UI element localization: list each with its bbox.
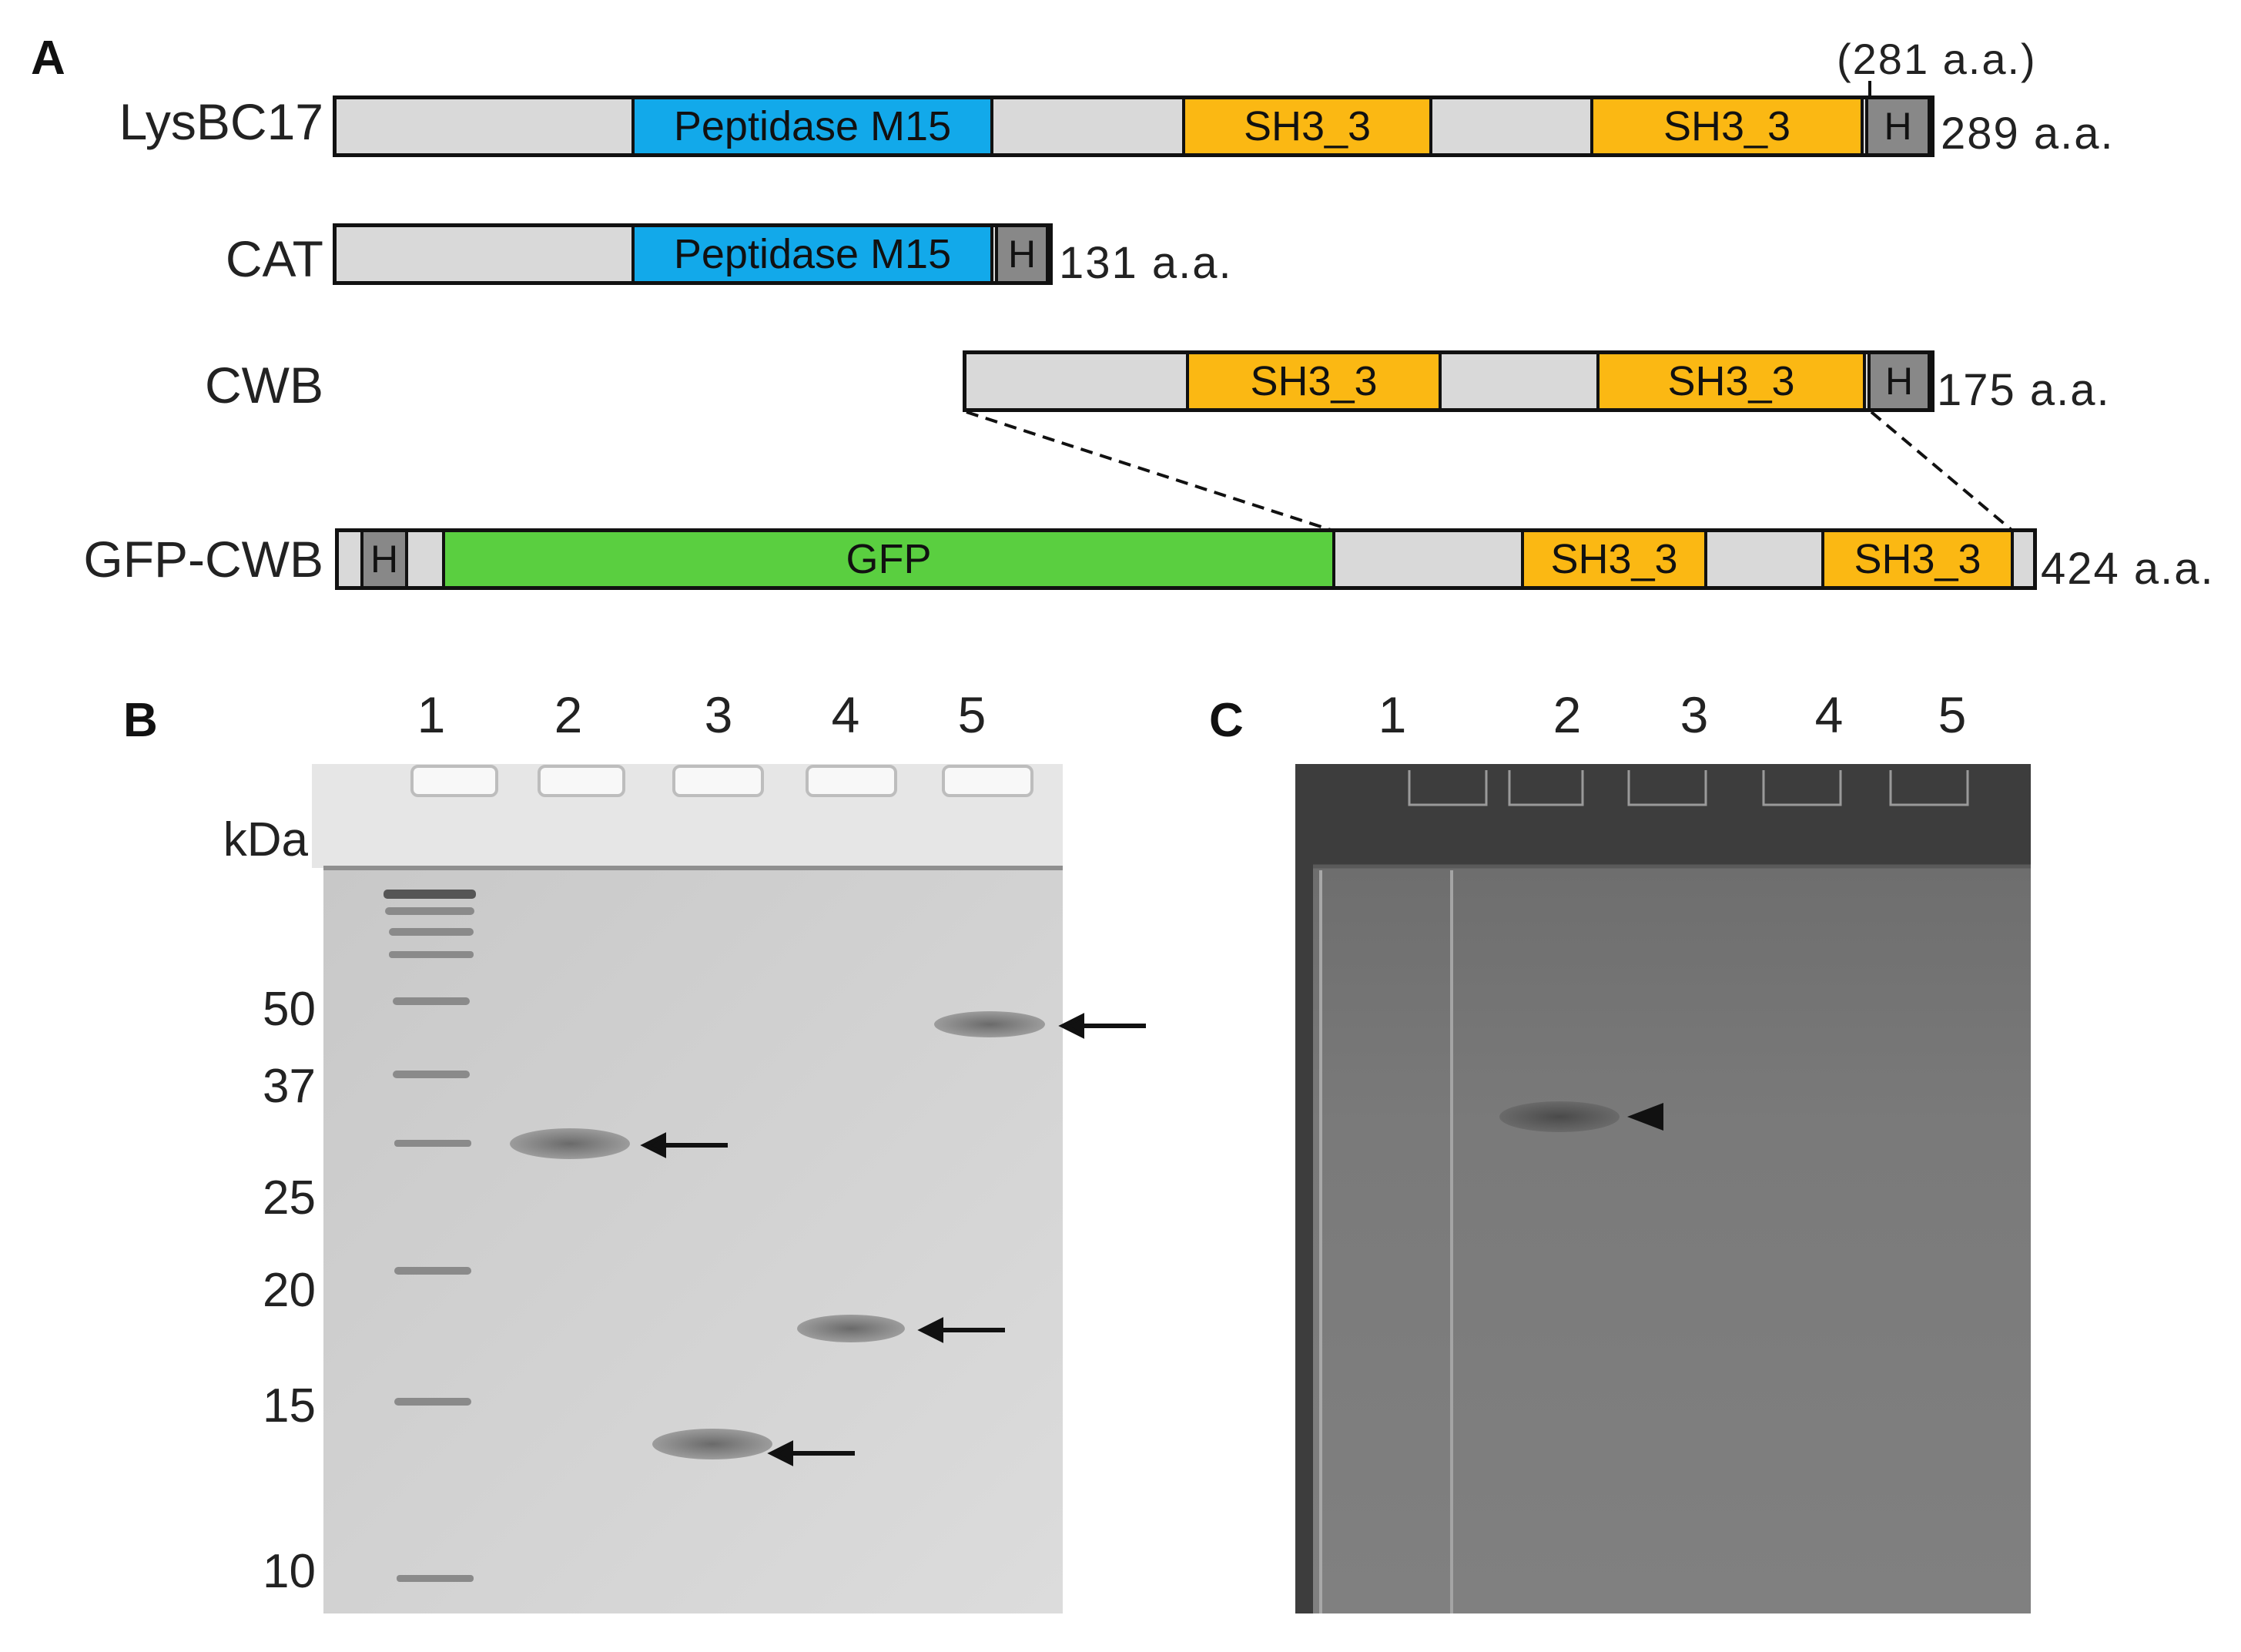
construct-size-gfp-cwb: 424 a.a. xyxy=(2041,544,2215,594)
domain-sh3-1: SH3_3 xyxy=(1521,532,1707,586)
construct-size-lysbc17: 289 a.a. xyxy=(1941,109,2115,159)
construct-label-gfp-cwb: GFP-CWB xyxy=(83,531,323,588)
domain-his-tag: H xyxy=(1868,354,1931,408)
construct-note-lysbc17: (281 a.a.) xyxy=(1837,35,2037,83)
marker-50: 50 xyxy=(263,983,316,1036)
domain-sh3-2: SH3_3 xyxy=(1596,354,1866,408)
domain-his-tag: H xyxy=(1865,99,1931,153)
construct-bar-cwb: SH3_3 SH3_3 H xyxy=(963,350,1934,412)
domain-sh3-1: SH3_3 xyxy=(1182,99,1432,153)
gel-b-lane-3: 3 xyxy=(704,686,733,743)
domain-sh3-1: SH3_3 xyxy=(1186,354,1442,408)
domain-peptidase: Peptidase M15 xyxy=(631,227,993,281)
gel-b-lane-5: 5 xyxy=(957,686,987,743)
domain-sh3-2: SH3_3 xyxy=(1821,532,2014,586)
construct-label-cwb: CWB xyxy=(205,357,323,414)
domain-sh3-2: SH3_3 xyxy=(1590,99,1864,153)
domain-peptidase: Peptidase M15 xyxy=(631,99,993,153)
construct-size-cwb: 175 a.a. xyxy=(1937,365,2111,415)
domain-his-tag: H xyxy=(360,532,408,586)
construct-bar-gfp-cwb: H GFP SH3_3 SH3_3 xyxy=(335,528,2037,590)
gel-c-lane-3: 3 xyxy=(1680,686,1709,743)
construct-bar-cat: Peptidase M15 H xyxy=(333,223,1053,285)
panel-letter-a: A xyxy=(31,32,65,85)
domain-his-tag: H xyxy=(995,227,1049,281)
domain-gfp: GFP xyxy=(442,532,1335,586)
panel-letter-c: C xyxy=(1209,694,1244,747)
band-arrows xyxy=(640,1013,1146,1466)
gel-c-lane-5: 5 xyxy=(1938,686,1967,743)
gel-b-lane-1: 1 xyxy=(417,686,446,743)
marker-25: 25 xyxy=(263,1171,316,1225)
marker-15: 15 xyxy=(263,1379,316,1433)
construct-label-cat: CAT xyxy=(225,230,323,287)
gel-b-lane-2: 2 xyxy=(554,686,583,743)
gel-b-lane-4: 4 xyxy=(831,686,860,743)
gel-c-lane-2: 2 xyxy=(1553,686,1582,743)
marker-20: 20 xyxy=(263,1264,316,1317)
panel-letter-b: B xyxy=(123,694,158,747)
gel-b-unit: kDa xyxy=(223,813,308,866)
construct-bar-lysbc17: Peptidase M15 SH3_3 SH3_3 H xyxy=(333,96,1934,157)
construct-size-cat: 131 a.a. xyxy=(1059,238,1233,288)
gel-c-lane-4: 4 xyxy=(1814,686,1844,743)
marker-10: 10 xyxy=(263,1545,316,1598)
marker-37: 37 xyxy=(263,1060,316,1113)
band-arrowhead xyxy=(1627,1103,1663,1131)
gel-c-lane-1: 1 xyxy=(1378,686,1407,743)
construct-label-lysbc17: LysBC17 xyxy=(119,93,323,150)
